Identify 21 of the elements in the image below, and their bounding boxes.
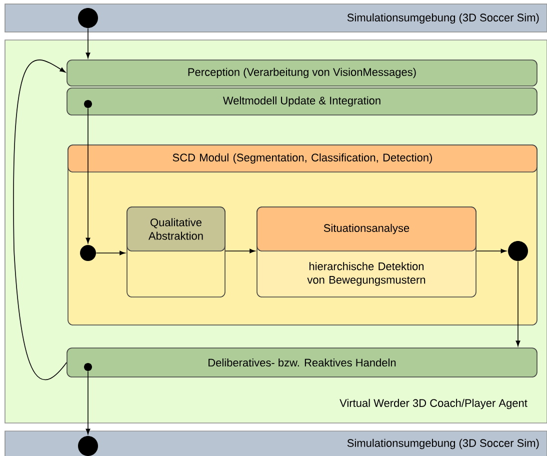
process-bar: Deliberatives- bzw. Reaktives Handeln xyxy=(66,348,538,378)
arrow xyxy=(476,248,506,254)
environment-band: Simulationsumgebung (3D Soccer Sim) xyxy=(4,4,547,32)
state-dot xyxy=(78,436,98,456)
arrow xyxy=(86,108,90,244)
state-dot xyxy=(84,100,92,108)
state-dot xyxy=(80,245,96,261)
arrow xyxy=(86,370,90,434)
arrow xyxy=(225,248,256,254)
state-dot xyxy=(84,363,92,371)
environment-band: Simulationsumgebung (3D Soccer Sim) xyxy=(4,430,547,456)
process-bar: Weltmodell Update & Integration xyxy=(66,88,538,116)
process-bar: Perception (Verarbeitung von VisionMessages) xyxy=(66,60,538,86)
state-box: Qualitative Abstraktion xyxy=(126,206,226,298)
arrow xyxy=(516,260,520,346)
arrow xyxy=(96,250,126,256)
state-box: Situationsanalyse hierarchische Detektion von Bewegungsmustern xyxy=(256,206,476,298)
state-dot xyxy=(508,241,528,261)
arrow xyxy=(13,60,67,380)
arrow xyxy=(86,28,90,58)
state-dot xyxy=(78,8,98,28)
